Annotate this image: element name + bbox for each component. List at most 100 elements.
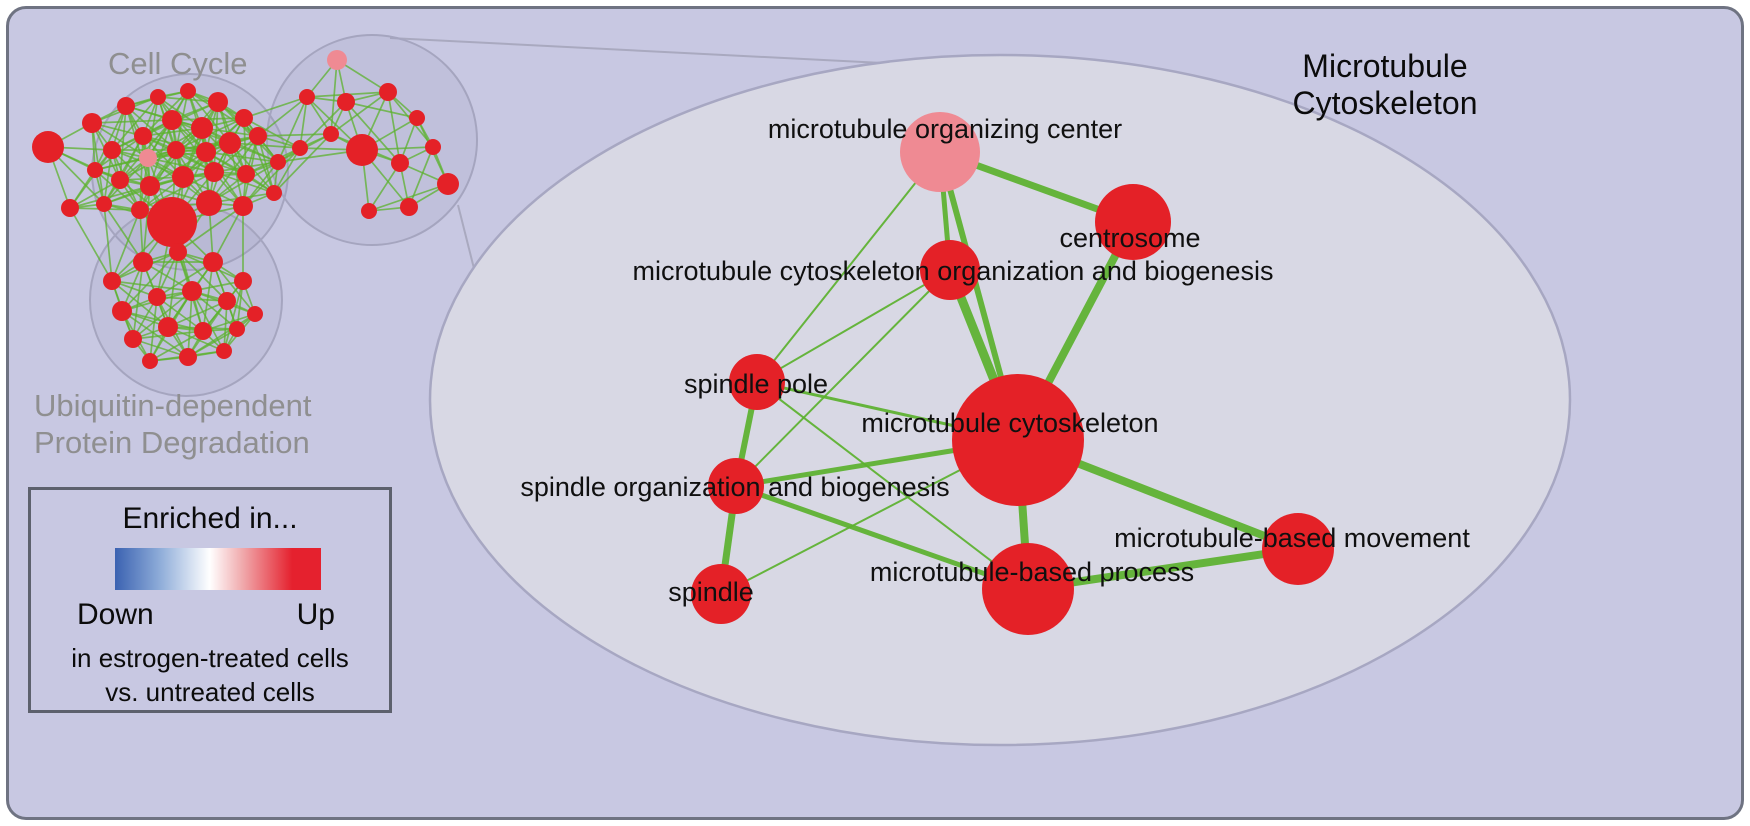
legend-title: Enriched in... — [122, 502, 298, 535]
overview-edge — [94, 149, 177, 171]
overview-edge — [345, 101, 401, 164]
overview-edge — [330, 91, 389, 135]
overview-node — [218, 292, 236, 310]
overview-node — [346, 134, 378, 166]
legend-gradient-bar — [115, 548, 321, 590]
legend-down-label: Down — [77, 598, 154, 631]
node-label-spindle: spindle — [668, 577, 754, 607]
overview-edge — [149, 330, 204, 362]
cell-cycle-cluster-label: Cell Cycle — [108, 46, 248, 81]
overview-edge — [69, 179, 121, 209]
node-label-cen: centrosome — [1059, 223, 1200, 253]
overview-node — [425, 139, 441, 155]
overview-edge — [243, 96, 308, 119]
node-spindle — [691, 564, 751, 624]
overview-node — [133, 252, 153, 272]
overview-node — [229, 321, 245, 337]
overview-edge — [299, 101, 347, 149]
overview-node — [61, 199, 79, 217]
overview-node — [134, 127, 152, 145]
overview-node — [204, 162, 224, 182]
overview-node — [196, 190, 222, 216]
overview-edge — [336, 59, 389, 93]
overview-node — [216, 343, 232, 359]
overview-edge — [156, 261, 214, 298]
overview-edge — [175, 135, 259, 151]
overview-edge — [94, 169, 141, 211]
node-mc — [952, 374, 1084, 506]
node-label-mbm: microtubule-based movement — [1114, 523, 1470, 553]
overview-edge — [257, 96, 308, 137]
node-sp_pole — [729, 354, 785, 410]
overview-node — [234, 272, 252, 290]
overview-node — [139, 149, 157, 167]
overview-node — [140, 176, 160, 196]
ubiquitin-cluster-label: Ubiquitin-dependent Protein Degradation — [34, 388, 312, 461]
node-label-mc: microtubule cytoskeleton — [861, 408, 1158, 438]
overview-edge — [299, 96, 308, 149]
overview-node — [103, 141, 121, 159]
overview-node — [150, 89, 166, 105]
overview-edge — [217, 101, 279, 163]
overview-edge — [103, 203, 113, 282]
overview-edge — [121, 251, 179, 312]
edge-mcob-sob — [735, 269, 951, 487]
overview-node — [270, 154, 286, 170]
overview-edge — [167, 326, 225, 352]
overview-edge — [187, 290, 193, 358]
overview-node — [180, 83, 196, 99]
overview-edge — [111, 96, 159, 151]
overview-edge — [121, 310, 189, 358]
overview-edge — [147, 157, 215, 173]
node-sob — [708, 458, 764, 514]
node-mbp — [982, 543, 1074, 635]
overview-node — [87, 162, 103, 178]
overview-edge — [368, 162, 401, 212]
overview-node — [249, 127, 267, 145]
overview-edge — [273, 147, 301, 194]
overview-edge — [139, 135, 144, 211]
overview-edge — [242, 147, 301, 207]
overview-node — [182, 281, 202, 301]
overview-node — [117, 97, 135, 115]
overview-node — [158, 317, 178, 337]
overview-node — [203, 252, 223, 272]
overview-edge — [243, 117, 301, 149]
overview-edge — [139, 171, 215, 211]
overview-edge — [187, 328, 238, 358]
overview-edge — [368, 183, 449, 212]
overview-node — [379, 83, 397, 101]
overview-edge — [147, 96, 159, 159]
overview-node — [233, 196, 253, 216]
overview-node — [337, 93, 355, 111]
overview-node — [327, 50, 347, 70]
overview-edge — [69, 185, 151, 209]
overview-node — [142, 353, 158, 369]
overview-node — [194, 322, 212, 340]
overview-edge — [408, 146, 434, 208]
overview-edge — [177, 205, 244, 253]
overview-node — [147, 197, 197, 247]
zoom-title-line1: Microtubule — [1302, 48, 1468, 84]
overview-edge — [387, 91, 401, 164]
overview-edge — [167, 251, 179, 328]
overview-edge — [205, 151, 279, 163]
overview-node — [172, 166, 194, 188]
overview-node — [32, 131, 64, 163]
legend-caption-line1: in estrogen-treated cells — [71, 643, 349, 673]
edge-sob-mbp — [735, 483, 1029, 592]
overview-node — [208, 92, 228, 112]
overview-edge — [223, 280, 244, 352]
ubiquitin-label-line1: Ubiquitin-dependent — [34, 388, 312, 423]
overview-node — [391, 154, 409, 172]
overview-node — [237, 165, 255, 183]
overview-node — [191, 117, 213, 139]
overview-edge — [156, 296, 204, 332]
node-label-sp_pole: spindle pole — [684, 369, 828, 399]
overview-edge — [212, 261, 256, 315]
overview-node — [292, 140, 308, 156]
overview-edge — [132, 261, 144, 340]
zoom-title: Microtubule Cytoskeleton — [1275, 48, 1495, 122]
node-cen — [1095, 184, 1171, 260]
